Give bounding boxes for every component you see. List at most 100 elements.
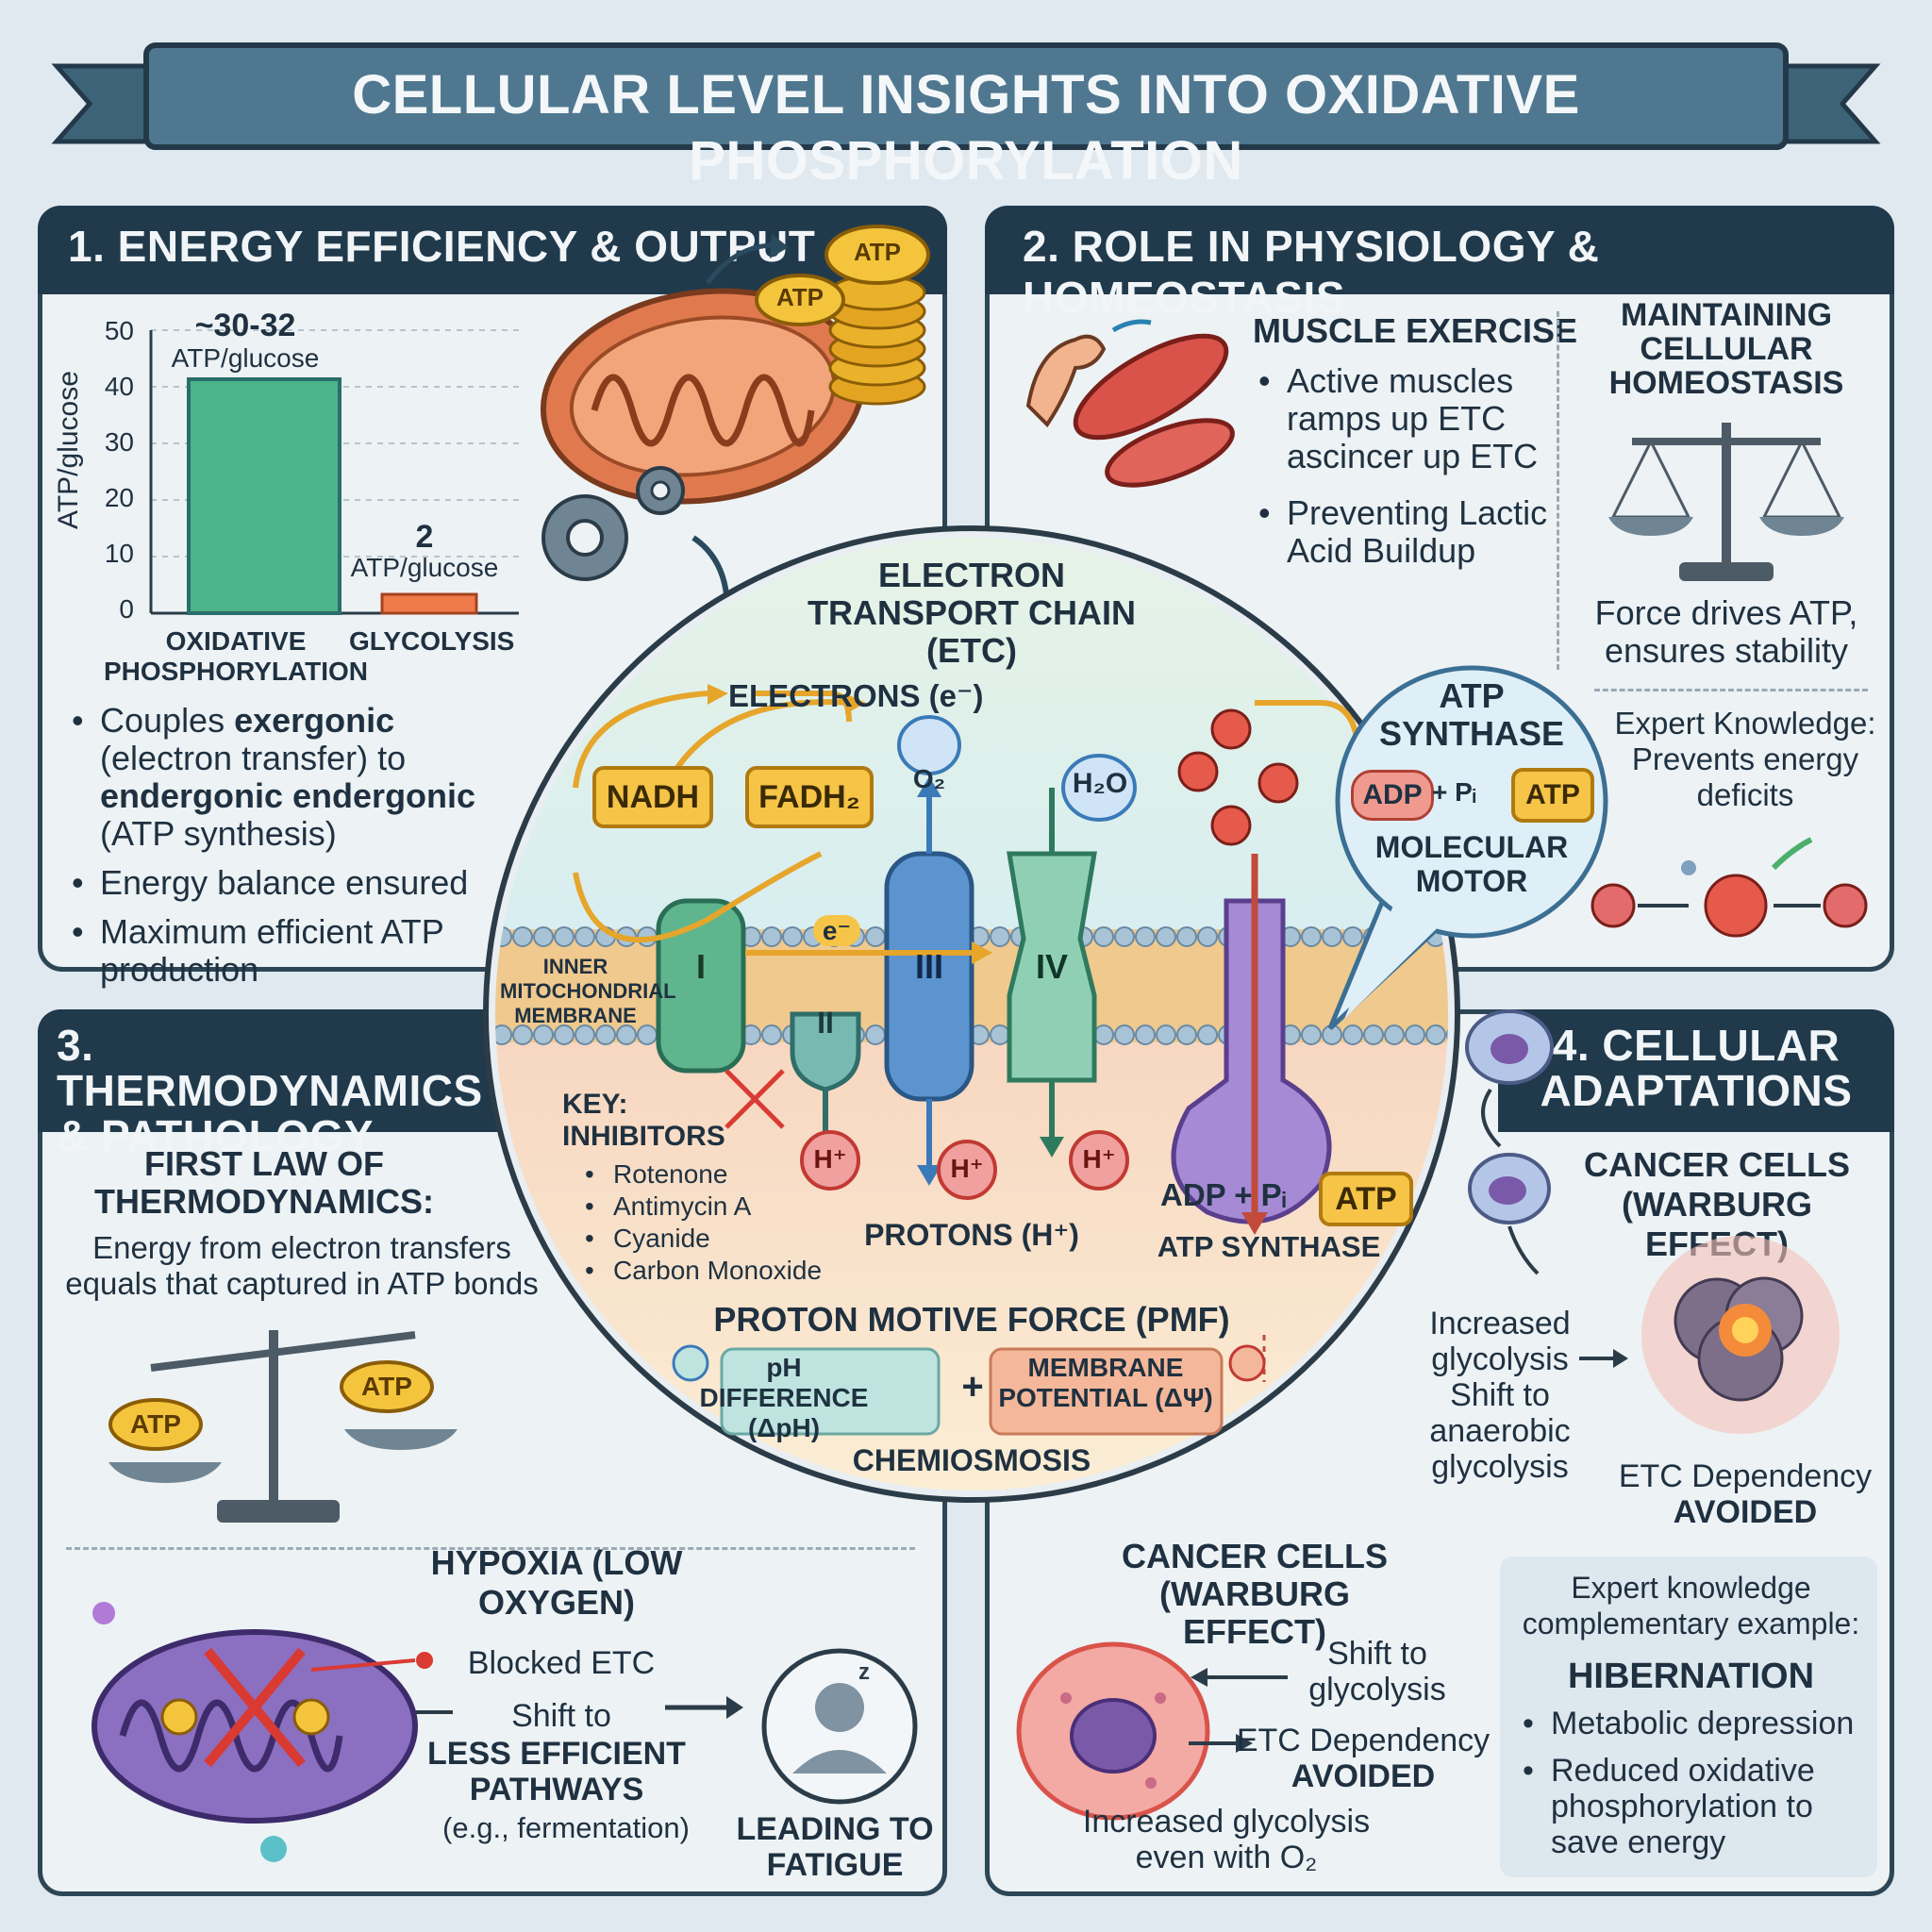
- etc-dependency-text: ETC Dependency: [1618, 1458, 1873, 1494]
- tick-30: 30: [104, 427, 134, 457]
- fadh2-label: FADH₂: [745, 766, 874, 828]
- fatigue-text: LEADING TO FATIGUE: [736, 1811, 934, 1883]
- chart-y-label-wrap: ATP/glucose: [53, 311, 84, 594]
- title-banner-shape: [51, 42, 1881, 150]
- lipid-head: [1093, 1024, 1114, 1045]
- homeostasis-text: Force drives ATP, ensures stability: [1594, 593, 1858, 670]
- hibernation-bullets: Metabolic depression Reduced oxidative p…: [1519, 1706, 1877, 1860]
- increased-glycolysis-text: Increased glycolysis Shift to anaerobic …: [1429, 1306, 1571, 1485]
- homeostasis-title: MAINTAINING CELLULAR HOMEOSTASIS: [1608, 297, 1844, 401]
- increased-glycolysis-o2-text: Increased glycolysis even with O₂: [1082, 1804, 1371, 1875]
- lipid-head: [1197, 926, 1218, 947]
- atp-synthase-callout: [1327, 665, 1608, 1030]
- lipid-head: [761, 1024, 782, 1045]
- tired-person-icon: z: [761, 1648, 918, 1805]
- muscle-bullet-lactic: Preventing Lactic Acid Buildup: [1255, 494, 1566, 570]
- lipid-head: [865, 926, 886, 947]
- tick-10: 10: [104, 539, 134, 568]
- inhibitor-rotenone: Rotenone: [581, 1158, 883, 1191]
- fermentation-example: (e.g., fermentation): [442, 1811, 690, 1844]
- chart-y-label: ATP/glucose: [53, 371, 84, 529]
- complex-i: [656, 898, 746, 1074]
- membrane-potential-box: [989, 1347, 1224, 1436]
- pmf-plus: +: [961, 1366, 984, 1407]
- tick-20: 20: [104, 483, 134, 512]
- lipid-head: [1135, 926, 1156, 947]
- lipid-head: [990, 926, 1010, 947]
- bar2-unit-label: ATP/glucose: [350, 553, 499, 582]
- callout-atp: ATP: [1511, 768, 1594, 823]
- lipid-head: [1363, 1024, 1384, 1045]
- proton-2: H⁺: [950, 1154, 984, 1183]
- callout-subtitle: MOLECULAR MOTOR: [1374, 830, 1569, 898]
- coin-label-2: ATP: [775, 283, 824, 311]
- callout-adp: ADP: [1351, 770, 1434, 821]
- chemiosmosis-label: CHEMIOSMOSIS: [852, 1443, 1091, 1477]
- lipid-head: [1156, 926, 1176, 947]
- etc-title: ELECTRON TRANSPORT CHAIN (ETC): [808, 556, 1136, 670]
- bar1-category-label: OXIDATIVE PHOSPHORYLATION: [104, 626, 368, 687]
- scale-right-atp: ATP: [361, 1372, 412, 1401]
- bar1-cat-line2: PHOSPHORYLATION: [104, 657, 369, 686]
- lipid-head: [1342, 1024, 1363, 1045]
- tick-0: 0: [119, 594, 134, 624]
- complex-iv: [1007, 851, 1097, 1083]
- lipid-head: [1135, 1024, 1156, 1045]
- page-title: CELLULAR LEVEL INSIGHTS INTO OXIDATIVE P…: [352, 64, 1580, 192]
- inhibitor-list: Rotenone Antimycin A Cyanide Carbon Mono…: [581, 1158, 883, 1287]
- cancer-cell-icon: [1016, 1641, 1210, 1821]
- coin-label-1: ATP: [853, 238, 902, 266]
- lipid-head: [554, 926, 575, 947]
- etc-dependency-text-2: ETC Dependency: [1236, 1723, 1491, 1758]
- cancer-cells-title-2: CANCER CELLS (WARBURG EFFECT): [1121, 1537, 1388, 1651]
- mitochondrion-illustration: [540, 225, 930, 505]
- panel2-heading: 2. ROLE IN PHYSIOLOGY & HOMEOSTASIS: [985, 206, 1894, 322]
- b1e: (ATP synthesis): [100, 814, 337, 853]
- lipid-head: [533, 1024, 554, 1045]
- hibernation-bullet-reduced: Reduced oxidative phosphorylation to sav…: [1519, 1753, 1877, 1860]
- protons-label: PROTONS (H⁺): [864, 1218, 1079, 1252]
- avoided-text: AVOIDED: [1673, 1494, 1818, 1530]
- lipid-head: [1301, 926, 1322, 947]
- lipid-head: [1342, 926, 1363, 947]
- inhibitor-antimycin: Antimycin A: [581, 1191, 883, 1223]
- tumor-cluster-icon: [1641, 1236, 1840, 1434]
- lipid-head: [616, 1024, 637, 1045]
- lipid-head: [1446, 1024, 1448, 1045]
- panel3-heading: 3. THERMODYNAMICS & PATHOLOGY: [38, 1009, 500, 1158]
- balance-scale-icon: [1608, 423, 1844, 581]
- shift-to-text: Shift to: [511, 1698, 611, 1734]
- lipid-head: [1114, 926, 1135, 947]
- gears-icon: [541, 466, 729, 595]
- first-law-text: Energy from electron transfers equals th…: [65, 1230, 539, 1301]
- hibernation-title: HIBERNATION: [1567, 1657, 1815, 1696]
- complex-ii-label: II: [817, 1006, 834, 1040]
- lipid-head: [1197, 1024, 1218, 1045]
- lipid-head: [761, 926, 782, 947]
- expert-complementary-text: Expert knowledge complementary example:: [1522, 1571, 1860, 1641]
- lipid-head: [1156, 1024, 1176, 1045]
- h2o-label: H₂O: [1072, 768, 1128, 799]
- atp-equation-left: ADP + Pᵢ: [1160, 1177, 1287, 1212]
- muscle-exercise-title: MUSCLE EXERCISE: [1253, 311, 1578, 350]
- avoided-text-2: AVOIDED: [1291, 1758, 1436, 1794]
- bar1-unit-label: ATP/glucose: [171, 343, 320, 373]
- bar-glycolysis: [380, 592, 478, 615]
- panel1-bullet-couples: Couples exergonic (electron transfer) to…: [68, 702, 521, 853]
- lipid-head: [1093, 926, 1114, 947]
- expert-knowledge-text: Expert Knowledge: Prevents energy defici…: [1614, 706, 1876, 812]
- complex-ii: [790, 1011, 861, 1092]
- lipid-head: [1384, 1024, 1405, 1045]
- blocked-etc-text: Blocked ETC: [467, 1645, 656, 1681]
- b1d: endergonic endergonic: [100, 776, 476, 815]
- cell-path-icon: [1465, 1009, 1554, 1275]
- arrow-to-fatigue: [665, 1696, 743, 1719]
- panel1-bullet-efficient: Maximum efficient ATP production: [68, 913, 521, 989]
- bar2-category-label: GLYCOLYSIS: [349, 626, 515, 656]
- less-efficient-text: LESS EFFICIENT PATHWAYS: [427, 1736, 686, 1807]
- bar2-value-label: 2: [415, 519, 434, 555]
- complex-iv-label: IV: [1035, 947, 1068, 986]
- ph-difference-box: [720, 1347, 941, 1436]
- muscle-bullet-ramps: Active muscles ramps up ETC ascincer up …: [1255, 362, 1566, 475]
- lipid-head: [512, 1024, 533, 1045]
